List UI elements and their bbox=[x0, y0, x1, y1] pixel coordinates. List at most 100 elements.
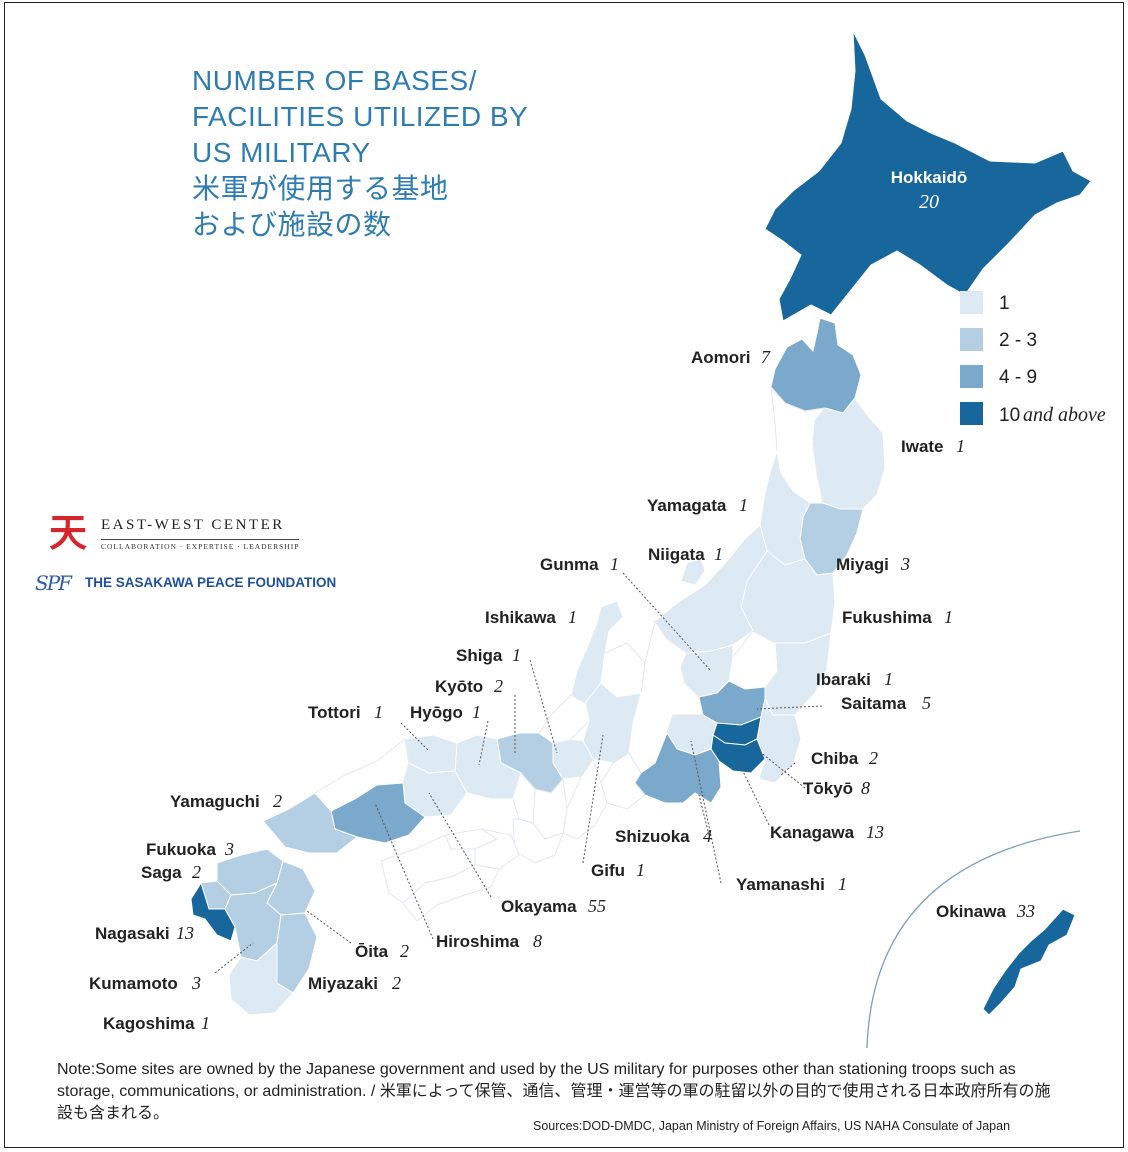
count-saga: 2 bbox=[192, 862, 201, 882]
count-niigata: 1 bbox=[714, 544, 723, 564]
spf-mark-icon: SPF bbox=[35, 571, 72, 595]
label-ibaraki: Ibaraki bbox=[816, 670, 871, 689]
label-kyoto: Kyōto bbox=[435, 677, 483, 696]
label-saga: Saga bbox=[141, 863, 182, 882]
map-frame: NUMBER OF BASES/ FACILITIES UTILIZED BY … bbox=[4, 2, 1124, 1148]
legend-swatch-4 bbox=[960, 402, 983, 425]
legend-label-1: 1 bbox=[999, 293, 1010, 314]
count-gifu: 1 bbox=[636, 860, 645, 880]
legend-label-3: 4 - 9 bbox=[999, 367, 1037, 388]
legend-swatch-1 bbox=[960, 291, 983, 314]
legend-swatch-3 bbox=[960, 365, 983, 388]
region-aomori bbox=[770, 317, 862, 414]
ewc-mark-icon: 天 bbox=[49, 510, 88, 555]
count-fukushima: 1 bbox=[944, 607, 953, 627]
ewc-tagline: COLLABORATION · EXPERTISE · LEADERSHIP bbox=[101, 539, 300, 551]
count-nagasaki: 13 bbox=[176, 923, 194, 943]
legend-swatch-2 bbox=[960, 328, 983, 351]
label-niigata: Niigata bbox=[648, 545, 705, 564]
label-kagoshima: Kagoshima bbox=[103, 1014, 195, 1033]
title-line-1: NUMBER OF BASES/ bbox=[192, 65, 477, 96]
count-okinawa: 33 bbox=[1016, 901, 1035, 921]
count-hiroshima: 8 bbox=[533, 931, 542, 951]
label-miyazaki: Miyazaki bbox=[308, 974, 378, 993]
count-kanagawa: 13 bbox=[866, 822, 884, 842]
map-title: NUMBER OF BASES/ FACILITIES UTILIZED BY … bbox=[192, 63, 528, 243]
region-hokkaido bbox=[764, 30, 1092, 322]
label-fukushima: Fukushima bbox=[842, 608, 932, 627]
label-hokkaido: Hokkaidō bbox=[891, 168, 968, 187]
legend-label-4-num: 10 bbox=[999, 405, 1020, 426]
label-shizuoka: Shizuoka bbox=[615, 827, 690, 846]
region-sado bbox=[680, 558, 706, 586]
count-kagoshima: 1 bbox=[201, 1013, 210, 1033]
count-oita: 2 bbox=[400, 941, 409, 961]
footnote: Note:Some sites are owned by the Japanes… bbox=[57, 1061, 1051, 1122]
count-kyoto: 2 bbox=[494, 676, 503, 696]
count-fukuoka: 3 bbox=[224, 839, 234, 859]
label-oita: Ōita bbox=[355, 942, 389, 961]
count-hokkaido: 20 bbox=[919, 191, 939, 213]
count-iwate: 1 bbox=[956, 436, 965, 456]
region-kagoshima bbox=[228, 941, 294, 1016]
map-labels: Hokkaidō 20 Aomori 7 Iwate 1 Yamagata 1 … bbox=[89, 168, 1035, 1033]
title-line-5: および施設の数 bbox=[192, 209, 392, 240]
japan-map: Hokkaidō 20 Aomori 7 Iwate 1 Yamagata 1 … bbox=[89, 30, 1106, 1049]
count-aomori: 7 bbox=[761, 347, 771, 367]
label-kumamoto: Kumamoto bbox=[89, 974, 178, 993]
east-west-center-logo: 天 EAST-WEST CENTER COLLABORATION · EXPER… bbox=[49, 511, 369, 557]
region-fukui bbox=[538, 694, 590, 744]
leader-lines bbox=[214, 572, 823, 974]
count-shiga: 1 bbox=[512, 645, 521, 665]
count-gunma: 1 bbox=[610, 554, 619, 574]
title-line-4: 米軍が使用する基地 bbox=[192, 173, 449, 204]
label-fukuoka: Fukuoka bbox=[146, 840, 216, 859]
region-wakayama bbox=[512, 818, 564, 864]
count-ibaraki: 1 bbox=[884, 669, 893, 689]
title-line-3: US MILITARY bbox=[192, 137, 371, 168]
label-tottori: Tottori bbox=[308, 703, 361, 722]
legend-label-2: 2 - 3 bbox=[999, 330, 1037, 351]
spf-name: THE SASAKAWA PEACE FOUNDATION bbox=[85, 575, 337, 590]
legend: 1 2 - 3 4 - 9 10 and above bbox=[960, 291, 1106, 426]
label-yamagata: Yamagata bbox=[647, 496, 727, 515]
count-miyazaki: 2 bbox=[392, 973, 401, 993]
label-okinawa: Okinawa bbox=[936, 902, 1006, 921]
label-iwate: Iwate bbox=[901, 437, 944, 456]
count-okayama: 55 bbox=[588, 896, 606, 916]
count-yamanashi: 1 bbox=[838, 874, 847, 894]
title-line-2: FACILITIES UTILIZED BY bbox=[192, 101, 529, 132]
label-miyagi: Miyagi bbox=[836, 555, 889, 574]
count-shizuoka: 4 bbox=[703, 826, 712, 846]
label-gifu: Gifu bbox=[591, 861, 625, 880]
label-saitama: Saitama bbox=[841, 694, 907, 713]
label-kanagawa: Kanagawa bbox=[770, 823, 855, 842]
okinawa-inset-arc bbox=[866, 830, 1081, 1049]
label-hyogo: Hyōgo bbox=[410, 703, 463, 722]
count-kumamoto: 3 bbox=[191, 973, 201, 993]
sources: Sources:DOD-DMDC, Japan Ministry of Fore… bbox=[533, 1119, 1011, 1133]
count-yamaguchi: 2 bbox=[273, 791, 282, 811]
count-yamagata: 1 bbox=[739, 495, 748, 515]
label-yamaguchi: Yamaguchi bbox=[170, 792, 260, 811]
label-chiba: Chiba bbox=[811, 749, 859, 768]
label-hiroshima: Hiroshima bbox=[436, 932, 520, 951]
ewc-name: EAST-WEST CENTER bbox=[101, 517, 285, 533]
count-saitama: 5 bbox=[922, 693, 931, 713]
region-kochi bbox=[402, 864, 500, 922]
label-gunma: Gunma bbox=[540, 555, 599, 574]
count-hyogo: 1 bbox=[472, 702, 481, 722]
label-ishikawa: Ishikawa bbox=[485, 608, 556, 627]
count-tottori: 1 bbox=[374, 702, 383, 722]
count-miyagi: 3 bbox=[900, 554, 910, 574]
count-ishikawa: 1 bbox=[568, 607, 577, 627]
sasakawa-logo: SPF THE SASAKAWA PEACE FOUNDATION bbox=[35, 571, 375, 597]
region-okinawa bbox=[982, 908, 1076, 1016]
label-aomori: Aomori bbox=[691, 348, 751, 367]
region-nagasaki bbox=[190, 881, 236, 942]
label-nagasaki: Nagasaki bbox=[95, 924, 170, 943]
region-yamaguchi bbox=[262, 792, 359, 854]
label-tokyo: Tōkyō bbox=[803, 779, 853, 798]
label-yamanashi: Yamanashi bbox=[736, 875, 825, 894]
count-tokyo: 8 bbox=[861, 778, 870, 798]
